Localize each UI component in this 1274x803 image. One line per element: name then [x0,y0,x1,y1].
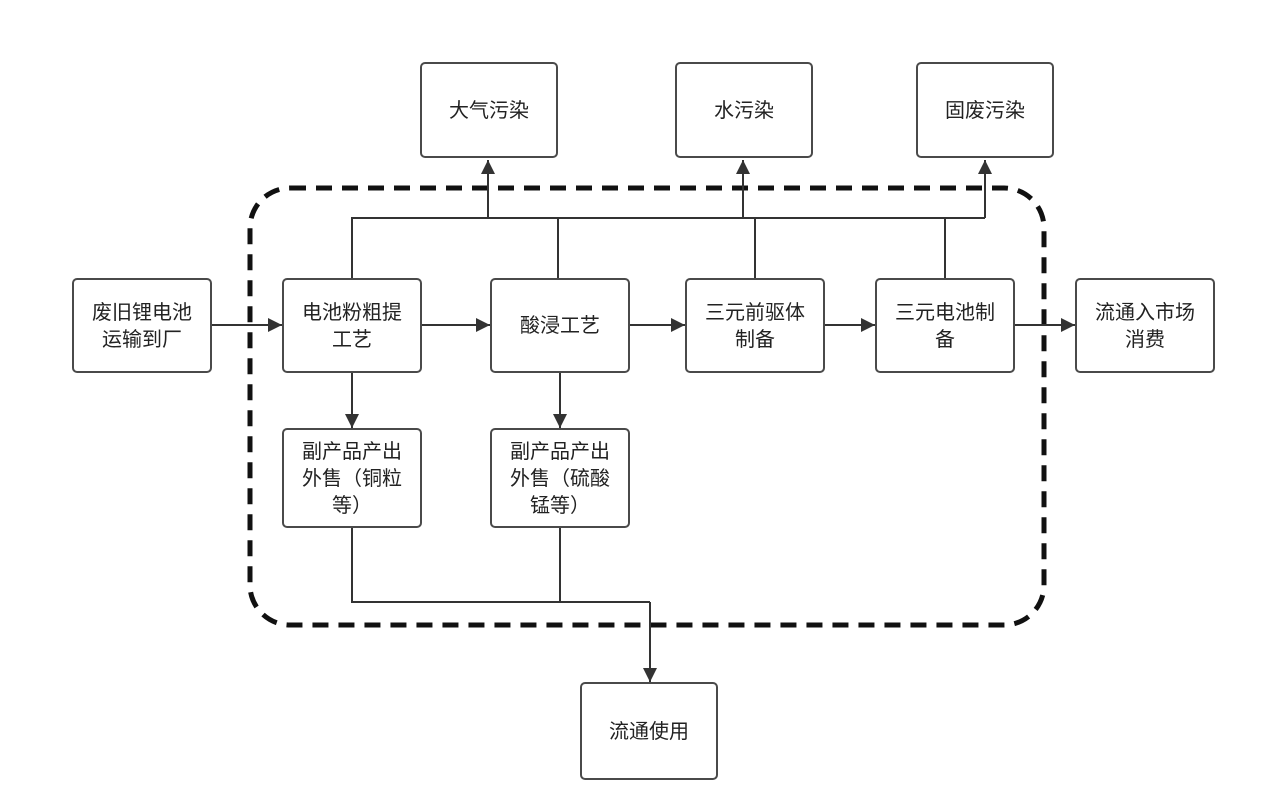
node-solid-waste-pollution: 固废污染 [916,62,1054,158]
process-boundary [247,185,1047,628]
node-label: 电池粉粗提 工艺 [302,299,402,351]
pollution-collector-line [351,217,985,278]
node-crude-extraction: 电池粉粗提 工艺 [282,278,422,373]
node-label: 副产品产出 外售（硫酸 锰等） [510,438,610,517]
node-label: 废旧锂电池 运输到厂 [92,299,192,351]
node-label: 副产品产出 外售（铜粒 等） [302,438,402,517]
node-label: 水污染 [714,97,774,122]
node-battery-prep: 三元电池制 备 [875,278,1015,373]
node-label: 大气污染 [449,97,529,122]
node-waste-battery-transport: 废旧锂电池 运输到厂 [72,278,212,373]
node-label: 三元前驱体 制备 [705,299,805,351]
node-label: 固废污染 [945,97,1025,122]
node-precursor-prep: 三元前驱体 制备 [685,278,825,373]
node-acid-leaching: 酸浸工艺 [490,278,630,373]
node-label: 流通入市场 消费 [1095,299,1195,351]
node-air-pollution: 大气污染 [420,62,558,158]
node-label: 三元电池制 备 [895,299,995,351]
node-byproduct-copper: 副产品产出 外售（铜粒 等） [282,428,422,528]
byprod-collector-line [351,528,650,603]
node-label: 酸浸工艺 [520,313,600,337]
node-label: 流通使用 [609,718,689,743]
node-market: 流通入市场 消费 [1075,278,1215,373]
node-circulation-use: 流通使用 [580,682,718,780]
node-byproduct-manganese: 副产品产出 外售（硫酸 锰等） [490,428,630,528]
node-water-pollution: 水污染 [675,62,813,158]
